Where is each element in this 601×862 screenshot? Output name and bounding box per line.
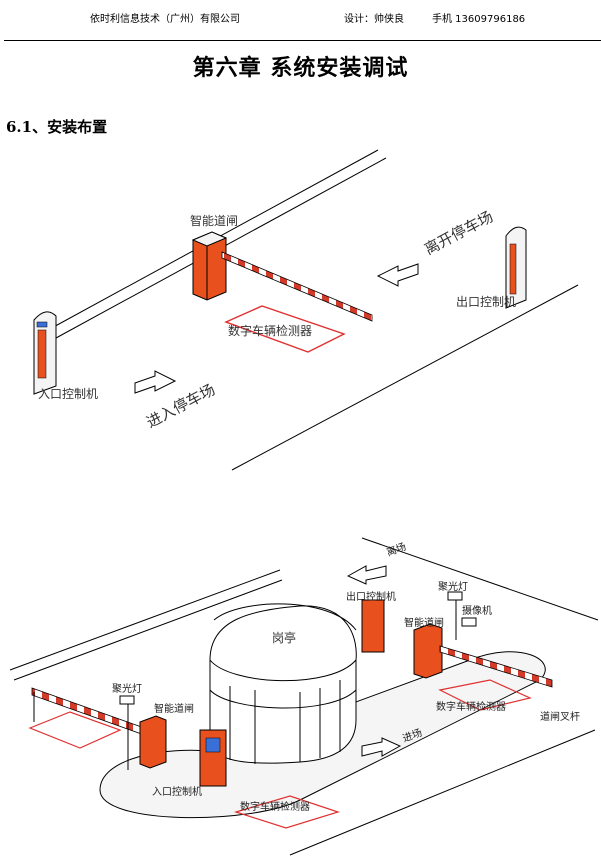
header-company: 依时利信息技术（广州）有限公司 <box>90 14 240 25</box>
camera-label: 摄像机 <box>462 604 492 617</box>
entry-arrow-2 <box>361 737 402 757</box>
diagram-entry-exit-layout: 智能道闸 离开停车场 出口控制机 数字车辆检测器 入口控制机 进入停车场 <box>33 149 579 471</box>
header-designer: 设计：帅侠良 <box>344 14 404 25</box>
road2-edge-right-top <box>361 537 599 621</box>
exit-direction-label: 离开停车场 <box>421 207 496 258</box>
detector-loop <box>224 305 346 353</box>
road-edge-bottom <box>231 284 579 471</box>
right-smart-gate <box>413 623 553 688</box>
floodlight-left-label: 聚光灯 <box>112 682 142 695</box>
entry-controller <box>33 311 57 395</box>
guard-booth <box>209 603 357 764</box>
section-title: 6.1、安装布置 <box>6 118 108 136</box>
diagram-booth-layout: 离场 出口控制机 聚光灯 摄像机 智能道闸 岗亭 聚光灯 智能道闸 数字车辆检测… <box>9 537 599 856</box>
exit-controller-label: 出口控制机 <box>456 295 516 309</box>
chapter-title: 第六章 系统安装调试 <box>192 55 409 81</box>
floodlight-left <box>119 695 135 770</box>
fork-arm-label: 道闸叉杆 <box>540 710 580 723</box>
road2-edge-left-top <box>9 569 281 671</box>
detector-right-label: 数字车辆检测器 <box>436 700 506 713</box>
gate-label: 智能道闸 <box>190 213 238 228</box>
detector-loop-left <box>28 711 122 749</box>
gate-arm <box>221 251 373 322</box>
road2-edge-bottom <box>289 729 596 856</box>
exit-controller-label-2: 出口控制机 <box>346 590 396 603</box>
booth-label: 岗亭 <box>272 630 296 645</box>
floodlight-right <box>447 591 477 640</box>
exit-arrow <box>376 263 419 287</box>
exit-direction-label-2: 离场 <box>385 540 408 559</box>
detector-loop-bottom <box>233 795 340 829</box>
exit-arrow-2 <box>346 565 387 585</box>
gate-left-label: 智能道闸 <box>154 702 194 715</box>
entry-controller-label: 入口控制机 <box>38 387 98 401</box>
smart-gate <box>191 231 373 322</box>
entry-controller-2 <box>199 729 227 787</box>
road2-edge-left-top-inner <box>13 579 283 681</box>
floodlight-right-label: 聚光灯 <box>438 580 468 593</box>
header-phone: 手机 13609796186 <box>432 14 526 25</box>
left-smart-gate <box>31 687 167 769</box>
exit-controller <box>505 226 527 309</box>
header-divider <box>4 40 601 41</box>
exit-controller-2 <box>361 599 385 653</box>
entry-arrow <box>134 370 177 394</box>
gate-right-label: 智能道闸 <box>404 616 444 629</box>
detector-bottom-label: 数字车辆检测器 <box>240 800 310 813</box>
detector-loop-right <box>438 679 532 711</box>
camera-icon <box>461 617 477 627</box>
entry-controller-label-2: 入口控制机 <box>152 785 202 798</box>
detector-label: 数字车辆检测器 <box>228 323 312 338</box>
